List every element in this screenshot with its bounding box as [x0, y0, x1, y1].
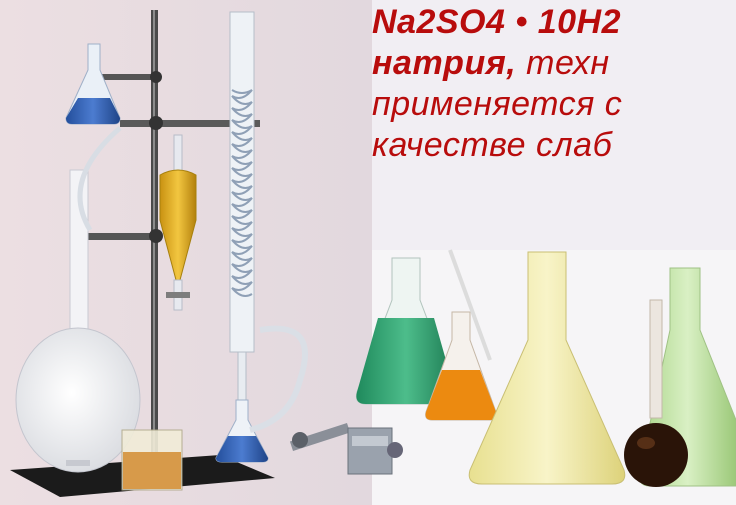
slide-text: Na2SO4 • 10H2 натрия, техн применяется с…: [372, 2, 736, 166]
text-line-1: Na2SO4 • 10H2: [372, 3, 621, 41]
text-line-4: качестве слаб: [372, 126, 613, 164]
text-line-3: применяется с: [372, 85, 623, 123]
text-line-2: натрия, техн: [372, 44, 610, 82]
